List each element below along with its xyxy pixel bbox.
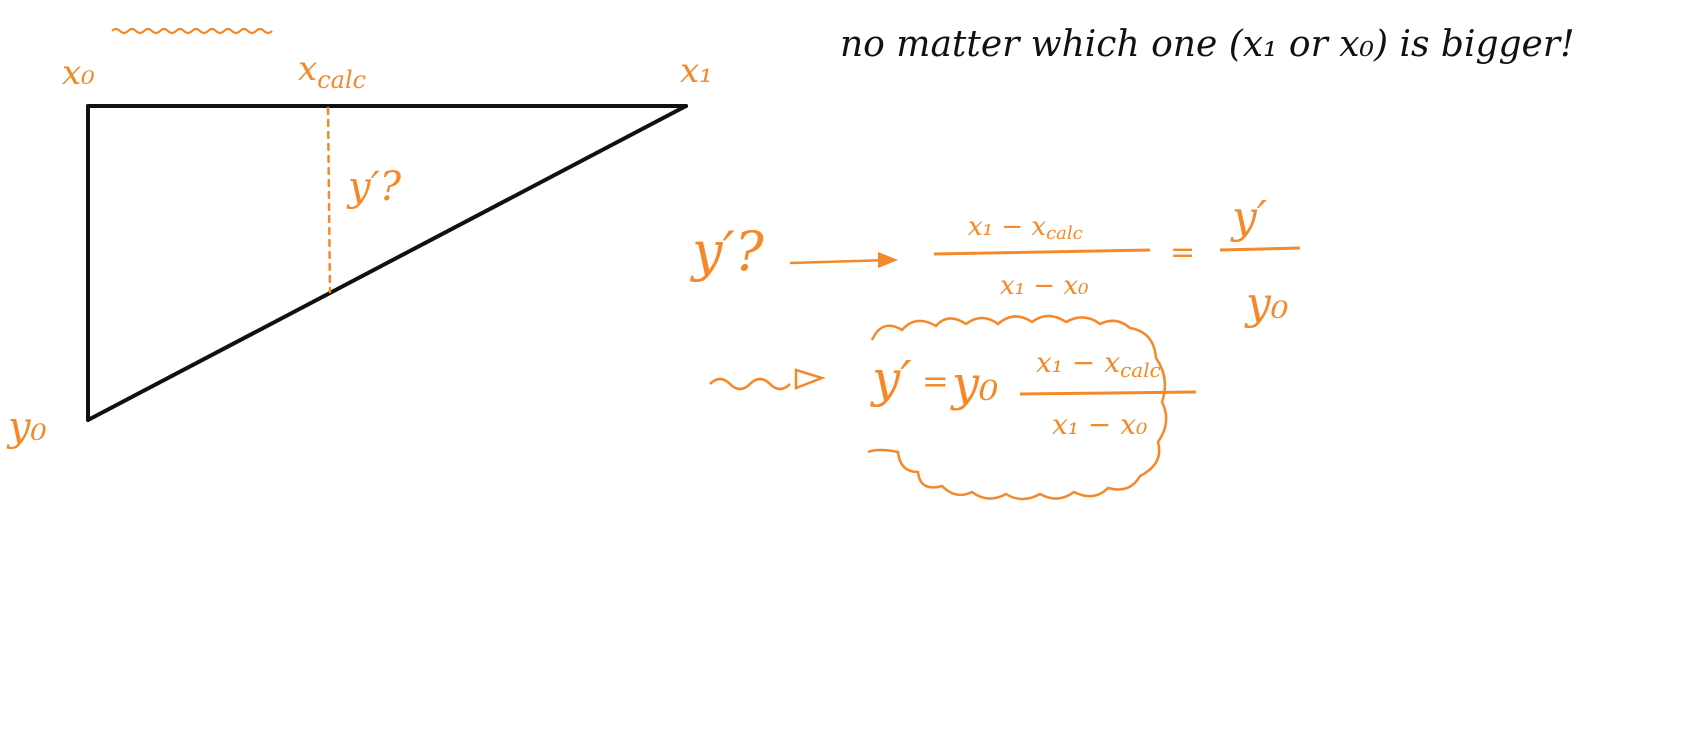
label-y0: y₀ [6,404,47,450]
label-x1: x₁ [680,51,713,91]
label-xcalc-sub: calc [317,66,366,94]
eq2-numerator-main: x₁ − x [1036,346,1120,379]
label-xcalc: xcalc [298,49,366,94]
eq2-lhs: y′ [870,350,912,408]
squiggle-top [111,27,273,35]
equation-2: y′ = y₀ x₁ − xcalc x₁ − x₀ [709,314,1197,501]
label-xcalc-main: x [298,49,317,89]
eq1-numerator-sub: calc [1046,223,1083,244]
eq2-cloud-outline [867,314,1168,501]
eq1-numerator-main: x₁ − x [968,212,1046,242]
xcalc-dotted-line [326,106,332,294]
eq1-fraction-bar [933,248,1151,256]
eq2-fraction-bar [1019,390,1197,396]
eq2-factor: y₀ [950,356,998,412]
eq1-denominator: x₁ − x₀ [1000,271,1089,301]
eq1-equals: = [1170,235,1195,270]
eq2-arrow-head [794,368,826,390]
eq1-rhs-fraction-bar [1219,246,1301,252]
eq2-numerator-sub: calc [1120,358,1161,382]
eq2-equals: = [922,362,949,400]
triangle-hypotenuse [86,104,688,422]
note-text: no matter which one (x₁ or x₀) is bigger… [840,24,1575,65]
eq1-rhs-denominator: y₀ [1244,278,1289,329]
eq2-arrow-squiggle [709,377,791,391]
equation-1: y′? x₁ − xcalc x₁ − x₀ = y′ y₀ [690,192,1301,329]
triangle [86,104,688,422]
eq2-numerator: x₁ − xcalc [1036,346,1161,382]
eq2-denominator: x₁ − x₀ [1052,408,1147,441]
eq1-arrow-shaft [789,258,891,265]
eq1-lhs: y′? [690,220,765,283]
eq1-rhs-numerator: y′ [1230,192,1267,243]
eq1-arrow-head [878,252,898,268]
eq1-numerator: x₁ − xcalc [968,212,1083,244]
label-x0: x₀ [62,53,95,93]
label-yprime-question: y′? [346,164,402,210]
